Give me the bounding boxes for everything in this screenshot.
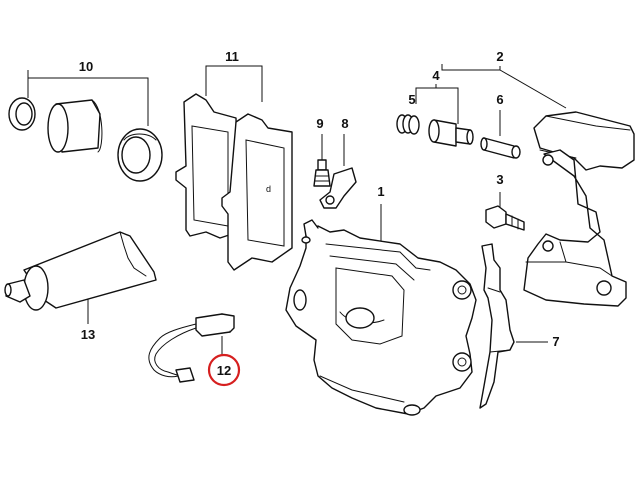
callout-4: 4 (415, 68, 459, 124)
label-4: 4 (432, 68, 440, 83)
label-10: 10 (79, 59, 93, 74)
label-13: 13 (81, 327, 95, 342)
label-7: 7 (552, 334, 559, 349)
part-13-grease-tube (4, 231, 157, 311)
part-4-sleeve (428, 119, 474, 147)
callout-12-highlight: 12 (207, 336, 241, 387)
part-9-bleeder-screw (313, 159, 331, 187)
callout-13: 13 (81, 298, 95, 342)
label-6: 6 (496, 92, 503, 107)
label-9: 9 (316, 116, 323, 131)
pad-marking: d (266, 184, 271, 194)
callout-7: 7 (516, 334, 560, 349)
part-7-spring (479, 243, 515, 409)
part-12-wear-sensor (148, 313, 235, 383)
label-5: 5 (408, 92, 415, 107)
callout-8: 8 (341, 116, 349, 166)
label-3: 3 (496, 172, 503, 187)
callout-9: 9 (316, 116, 324, 160)
callout-2: 2 (441, 49, 567, 109)
part-10-piston (47, 99, 103, 153)
part-2-carrier (523, 111, 635, 307)
callout-5: 5 (408, 92, 415, 107)
label-12: 12 (217, 363, 231, 378)
part-11-pad-right: d (221, 113, 293, 271)
label-2: 2 (496, 49, 503, 64)
callout-10: 10 (27, 59, 149, 126)
label-11: 11 (225, 49, 239, 64)
part-10-dust-boot (117, 128, 163, 182)
callout-11: 11 (205, 49, 263, 102)
part-5-boot (396, 114, 420, 135)
callout-6: 6 (496, 92, 504, 136)
part-10-seal-ring (8, 97, 36, 131)
part-1-caliper-housing (285, 219, 477, 416)
part-3-bolt (485, 205, 525, 231)
label-8: 8 (341, 116, 348, 131)
label-1: 1 (377, 184, 384, 199)
part-8-bracket (319, 167, 357, 209)
part-6-guide-pin (480, 137, 521, 159)
highlight-circle (207, 353, 241, 387)
